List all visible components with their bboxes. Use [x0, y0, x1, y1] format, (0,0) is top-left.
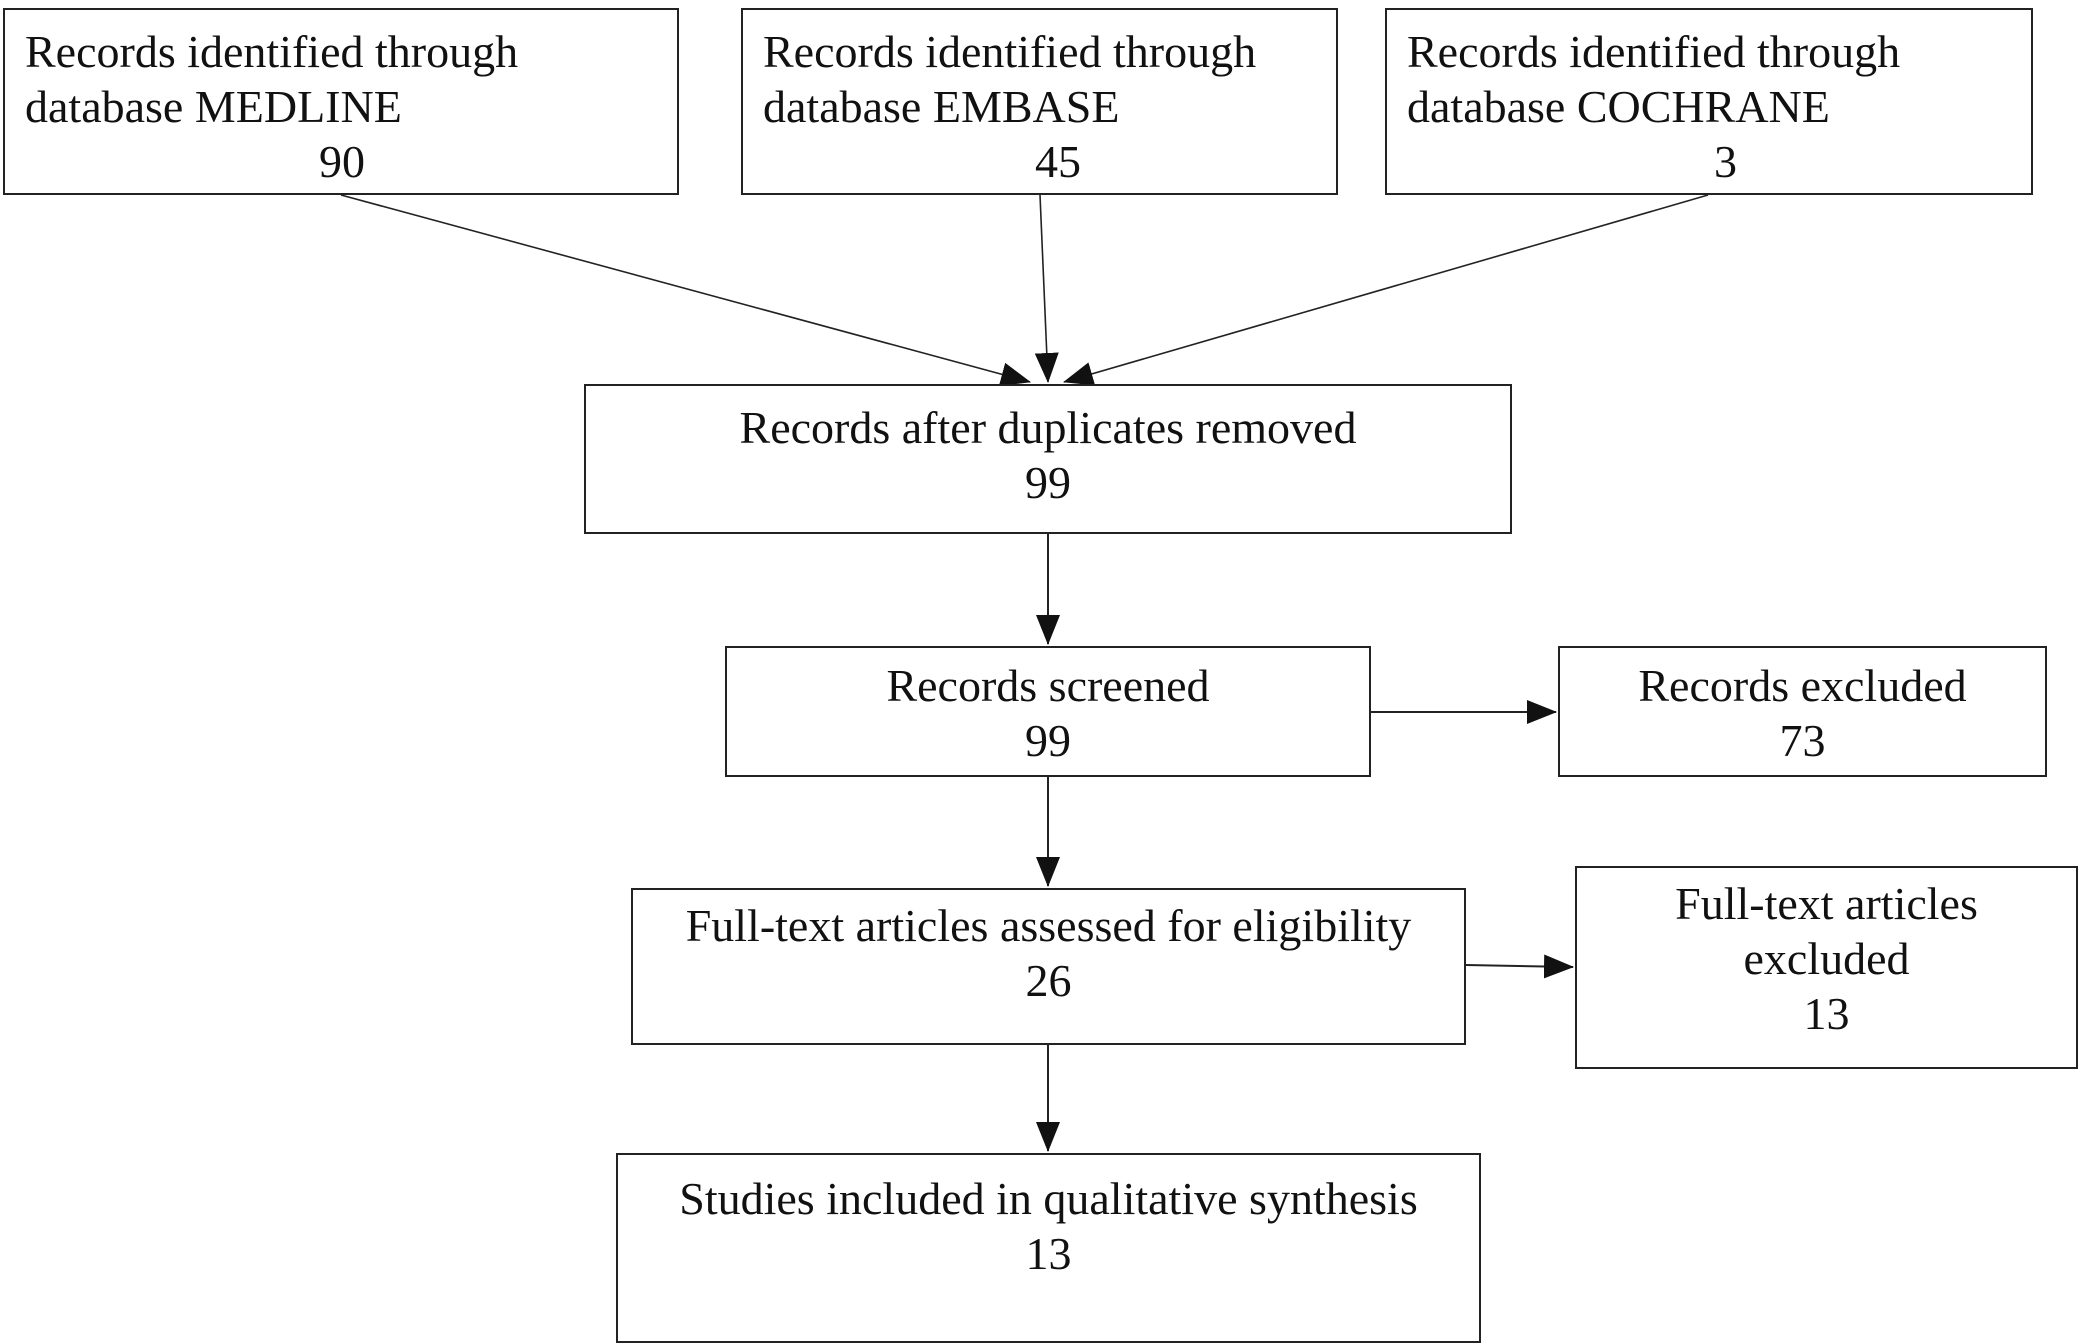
included-label: Studies included in qualitative synthesi…: [679, 1173, 1418, 1224]
fulltext-label: Full-text articles assessed for eligibil…: [685, 900, 1412, 951]
box-records-excluded: Records excluded 73: [1558, 646, 2047, 777]
ft-excluded-label-line2: excluded: [1743, 933, 1910, 984]
box-studies-included: Studies included in qualitative synthesi…: [616, 1153, 1481, 1343]
medline-label-line1: Records identified through: [25, 26, 519, 77]
embase-label-line2: database EMBASE: [763, 81, 1120, 132]
ft-excluded-label-line1: Full-text articles: [1675, 878, 1978, 929]
box-embase-records: Records identified through database EMBA…: [741, 8, 1338, 195]
fulltext-count: 26: [1025, 955, 1072, 1006]
box-fulltext-assessed: Full-text articles assessed for eligibil…: [631, 888, 1466, 1045]
screened-label: Records screened: [886, 660, 1210, 711]
box-after-duplicates: Records after duplicates removed 99: [584, 384, 1512, 534]
arrow-embase-to-duplicates: [1034, 194, 1059, 383]
excluded-count: 73: [1779, 715, 1826, 766]
medline-count: 90: [319, 136, 365, 187]
arrow-fulltext-to-ft-excluded: [1465, 954, 1574, 979]
duplicates-count: 99: [1025, 457, 1071, 508]
medline-label-line2: database MEDLINE: [25, 81, 402, 132]
box-cochrane-records: Records identified through database COCH…: [1385, 8, 2033, 195]
cochrane-label-line2: database COCHRANE: [1407, 81, 1830, 132]
box-records-screened: Records screened 99: [725, 646, 1371, 777]
excluded-label: Records excluded: [1638, 660, 1967, 711]
duplicates-label: Records after duplicates removed: [739, 402, 1357, 453]
cochrane-count: 3: [1714, 136, 1737, 187]
box-fulltext-excluded: Full-text articles excluded 13: [1575, 866, 2078, 1069]
box-medline-records: Records identified through database MEDL…: [3, 8, 679, 195]
included-count: 13: [1025, 1228, 1072, 1279]
cochrane-label-line1: Records identified through: [1407, 26, 1901, 77]
arrow-cochrane-to-duplicates: [1063, 194, 1709, 386]
embase-count: 45: [1035, 136, 1081, 187]
arrow-medline-to-duplicates: [340, 194, 1031, 386]
embase-label-line1: Records identified through: [763, 26, 1257, 77]
ft-excluded-count: 13: [1803, 988, 1850, 1039]
screened-count: 99: [1025, 715, 1071, 766]
